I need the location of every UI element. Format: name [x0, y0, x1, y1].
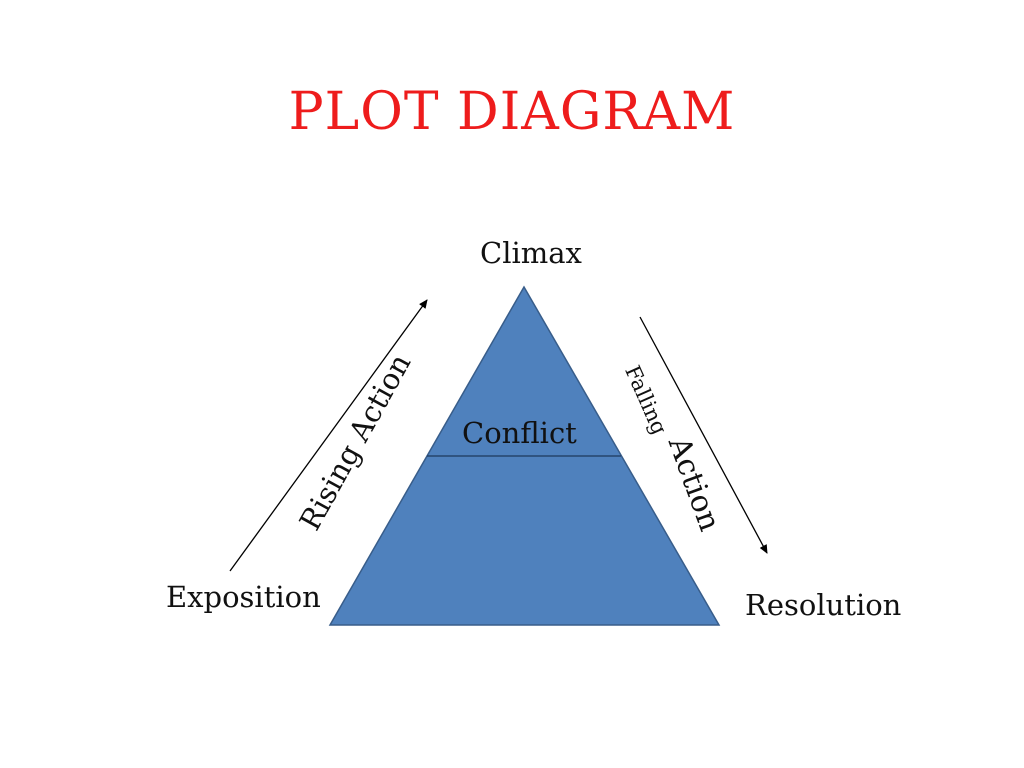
exposition-label: Exposition [166, 580, 321, 614]
rising-action-arrow [229, 299, 428, 572]
slide-title: PLOT DIAGRAM [288, 82, 736, 142]
resolution-label: Resolution [745, 588, 902, 622]
conflict-label: Conflict [462, 416, 577, 450]
climax-label: Climax [480, 236, 582, 270]
falling-action-arrow [639, 316, 768, 554]
